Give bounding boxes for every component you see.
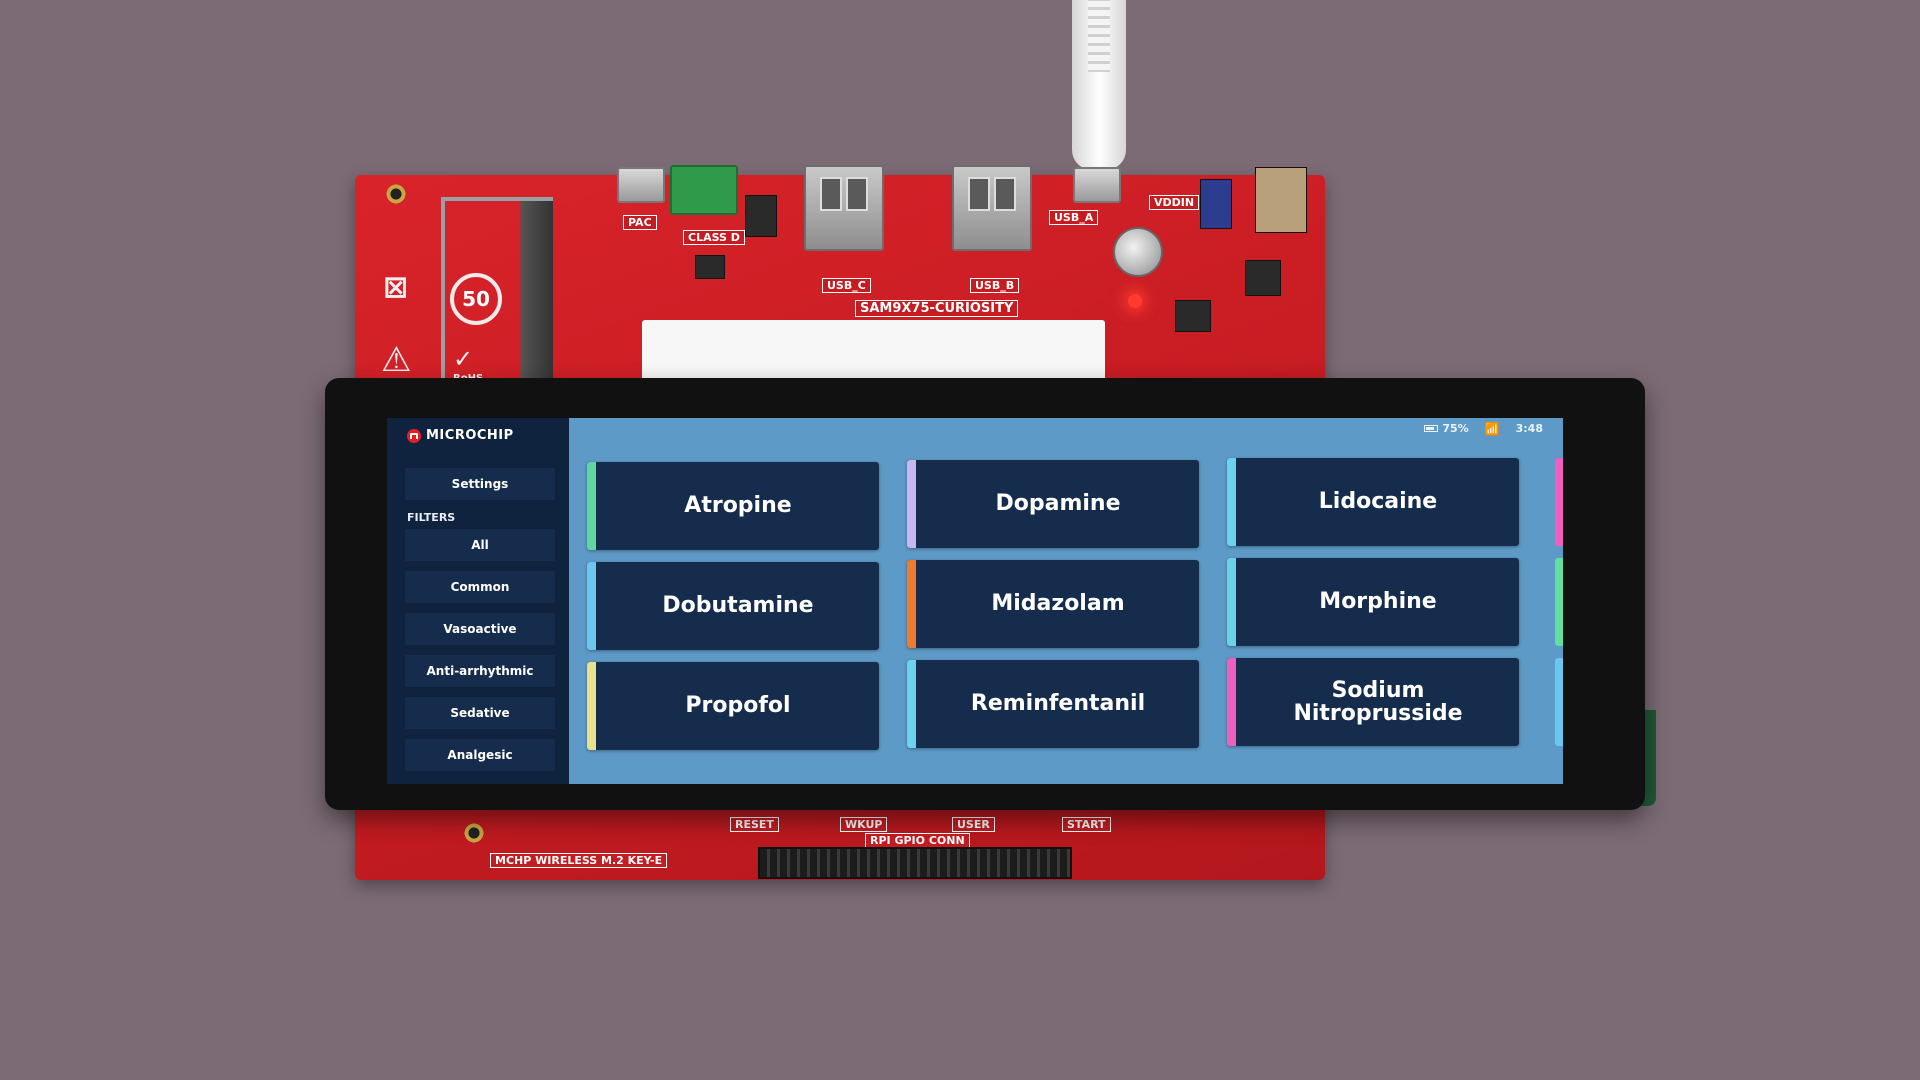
next-column-accent	[1555, 558, 1563, 646]
gpio-header	[758, 847, 1072, 879]
tile-accent	[1227, 658, 1236, 746]
rohs-check-icon: ✓	[453, 345, 474, 373]
tile-accent	[907, 460, 916, 548]
chip	[745, 195, 777, 237]
usb-b-port	[952, 165, 1032, 251]
drug-name: Lidocaine	[1318, 489, 1438, 515]
filters-heading: FILTERS	[407, 511, 456, 524]
class-d-terminal	[670, 165, 738, 215]
class-d-label: CLASS D	[683, 230, 745, 245]
weee-icon: ⊠	[383, 270, 409, 305]
drug-tile[interactable]: Atropine	[587, 462, 879, 550]
vddin-label: VDDIN	[1149, 195, 1200, 210]
drug-tile[interactable]: Reminfentanil	[907, 660, 1199, 748]
battery-icon	[1424, 425, 1439, 432]
drug-name: Sodium Nitroprusside	[1293, 677, 1463, 726]
reset-button-label: RESET	[730, 817, 779, 832]
gpio-conn-label: RPI GPIO CONN	[865, 833, 970, 848]
brand-logo: MICROCHIP	[407, 428, 514, 443]
wifi-icon: 📶	[1484, 421, 1500, 436]
drug-name: Reminfentanil	[970, 691, 1146, 717]
clock: 3:48	[1515, 422, 1543, 435]
start-button-label: START	[1062, 817, 1111, 832]
microchip-logo-icon	[407, 428, 421, 443]
filter-all-button[interactable]: All	[405, 529, 555, 561]
tile-accent	[1227, 558, 1236, 646]
switch	[1200, 179, 1232, 229]
mounting-hole	[463, 822, 485, 844]
power-led	[1128, 294, 1142, 308]
drug-tile[interactable]: Midazolam	[907, 560, 1199, 648]
filter-anti-arrhythmic-button[interactable]: Anti-arrhythmic	[405, 655, 555, 687]
usb-a-label: USB_A	[1049, 210, 1099, 225]
drug-tile[interactable]: Propofol	[587, 662, 879, 750]
drug-name: Dopamine	[995, 491, 1121, 517]
drug-tile[interactable]: Dobutamine	[587, 562, 879, 650]
drug-tile[interactable]: Dopamine	[907, 460, 1199, 548]
drug-name: Atropine	[684, 493, 792, 519]
drug-name: Dobutamine	[662, 593, 814, 619]
usb-b-label: USB_B	[970, 278, 1020, 293]
brand-name: MICROCHIP	[426, 428, 514, 443]
tile-accent	[907, 660, 916, 748]
status-bar: 75% 📶 3:48	[1424, 422, 1543, 435]
drug-name: Midazolam	[991, 591, 1125, 617]
usb-c-port	[804, 165, 884, 251]
power-jack	[1255, 167, 1307, 233]
usb-cable	[1072, 0, 1126, 170]
filter-analgesic-button[interactable]: Analgesic	[405, 739, 555, 771]
next-column-accent	[1555, 458, 1563, 546]
filter-vasoactive-button[interactable]: Vasoactive	[405, 613, 555, 645]
wkup-button-label: WKUP	[840, 817, 888, 832]
drug-grid: 75% 📶 3:48 Atropine Dopamine Lidocaine D…	[569, 418, 1563, 784]
tile-accent	[587, 462, 596, 550]
usb-a-port	[1073, 167, 1121, 203]
chip	[1175, 300, 1211, 332]
settings-button[interactable]: Settings	[405, 468, 555, 500]
drug-name: Propofol	[685, 693, 791, 719]
capacitor	[1113, 227, 1163, 277]
battery-status: 75%	[1424, 422, 1469, 435]
wireless-slot-label: MCHP WIRELESS M.2 KEY-E	[490, 853, 668, 868]
chip	[1245, 260, 1281, 296]
filter-common-button[interactable]: Common	[405, 571, 555, 603]
lifetime-50-icon: 50	[450, 273, 502, 325]
board-name: SAM9X75-CURIOSITY	[855, 300, 1019, 317]
tile-accent	[587, 662, 596, 750]
tile-accent	[587, 562, 596, 650]
pac-usb-port	[617, 167, 665, 203]
drug-tile[interactable]: Lidocaine	[1227, 458, 1519, 546]
mounting-hole	[385, 183, 407, 205]
chip	[695, 255, 725, 279]
user-button-label: USER	[952, 817, 995, 832]
tile-accent	[1227, 458, 1236, 546]
touch-screen: MICROCHIP Settings FILTERS All Common Va…	[387, 418, 1563, 784]
pac-label: PAC	[623, 215, 657, 230]
drug-name: Morphine	[1319, 589, 1437, 615]
tile-accent	[907, 560, 916, 648]
drug-tile[interactable]: Morphine	[1227, 558, 1519, 646]
battery-percent: 75%	[1442, 422, 1469, 435]
sidebar: MICROCHIP Settings FILTERS All Common Va…	[387, 418, 569, 784]
usb-c-label: USB_C	[822, 278, 871, 293]
esd-warning-icon: ⚠	[381, 340, 412, 380]
drug-tile[interactable]: Sodium Nitroprusside	[1227, 658, 1519, 746]
filter-sedative-button[interactable]: Sedative	[405, 697, 555, 729]
next-column-accent	[1555, 658, 1563, 746]
